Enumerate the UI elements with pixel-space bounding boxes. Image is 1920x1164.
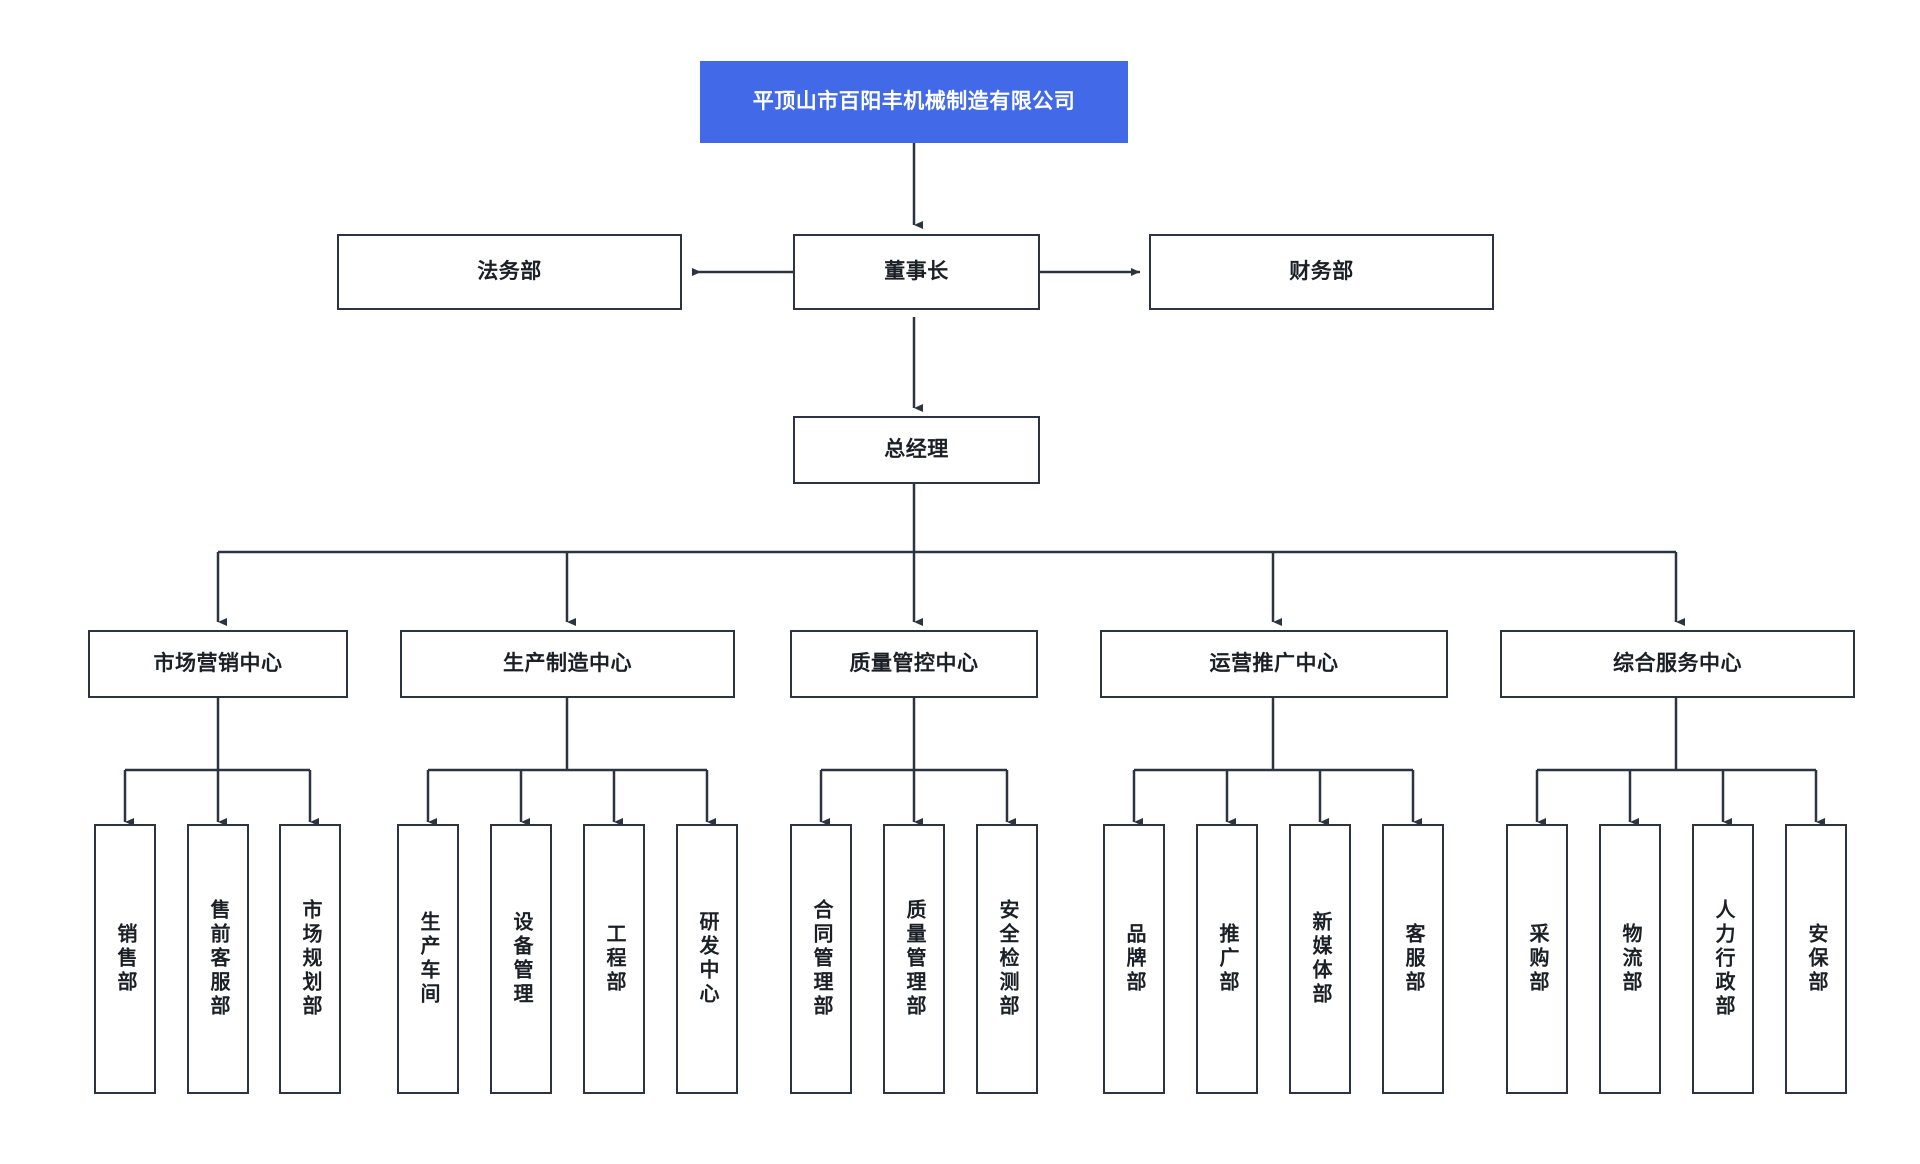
node-dept-market-planning[interactable]: 市场规划部 <box>279 824 341 1094</box>
node-dept-sales[interactable]: 销售部 <box>94 824 156 1094</box>
node-dept-security-label: 安保部 <box>1805 923 1827 995</box>
node-dept-rd-center-label: 研发中心 <box>696 911 718 1007</box>
node-dept-engineering[interactable]: 工程部 <box>583 824 645 1094</box>
node-dept-new-media-label: 新媒体部 <box>1309 911 1331 1007</box>
node-legal-dept[interactable]: 法务部 <box>337 234 682 310</box>
node-center-operations-label: 运营推广中心 <box>1209 651 1339 675</box>
node-dept-brand[interactable]: 品牌部 <box>1103 824 1165 1094</box>
node-dept-contract-management-label: 合同管理部 <box>810 899 832 1019</box>
node-center-quality-label: 质量管控中心 <box>849 651 979 675</box>
node-general-manager[interactable]: 总经理 <box>793 416 1040 484</box>
node-dept-hr-admin-label: 人力行政部 <box>1712 899 1734 1019</box>
node-center-manufacturing-label: 生产制造中心 <box>503 651 632 675</box>
node-center-quality[interactable]: 质量管控中心 <box>790 630 1038 698</box>
node-dept-equipment-management-label: 设备管理 <box>510 911 532 1007</box>
node-dept-logistics-label: 物流部 <box>1619 923 1641 995</box>
node-dept-customer-service[interactable]: 客服部 <box>1382 824 1444 1094</box>
node-dept-market-planning-label: 市场规划部 <box>299 899 321 1019</box>
node-dept-brand-label: 品牌部 <box>1123 923 1145 995</box>
node-center-manufacturing[interactable]: 生产制造中心 <box>400 630 735 698</box>
node-finance-dept[interactable]: 财务部 <box>1149 234 1494 310</box>
node-dept-new-media[interactable]: 新媒体部 <box>1289 824 1351 1094</box>
node-center-marketing-label: 市场营销中心 <box>153 651 283 675</box>
node-dept-quality-management[interactable]: 质量管理部 <box>883 824 945 1094</box>
node-dept-promotion[interactable]: 推广部 <box>1196 824 1258 1094</box>
node-dept-promotion-label: 推广部 <box>1216 923 1238 995</box>
node-chairman[interactable]: 董事长 <box>793 234 1040 310</box>
node-dept-production-workshop-label: 生产车间 <box>417 911 439 1007</box>
node-dept-production-workshop[interactable]: 生产车间 <box>397 824 459 1094</box>
node-dept-procurement-label: 采购部 <box>1526 923 1548 995</box>
node-dept-safety-inspection-label: 安全检测部 <box>996 899 1018 1019</box>
node-dept-equipment-management[interactable]: 设备管理 <box>490 824 552 1094</box>
node-general-manager-label: 总经理 <box>884 437 949 461</box>
node-company-root-label: 平顶山市百阳丰机械制造有限公司 <box>752 89 1076 113</box>
node-center-marketing[interactable]: 市场营销中心 <box>88 630 348 698</box>
node-dept-security[interactable]: 安保部 <box>1785 824 1847 1094</box>
node-center-general-services-label: 综合服务中心 <box>1613 651 1742 675</box>
node-dept-engineering-label: 工程部 <box>603 923 625 995</box>
node-dept-logistics[interactable]: 物流部 <box>1599 824 1661 1094</box>
node-center-operations[interactable]: 运营推广中心 <box>1100 630 1448 698</box>
node-dept-sales-label: 销售部 <box>114 923 136 995</box>
node-dept-presales-service[interactable]: 售前客服部 <box>187 824 249 1094</box>
node-dept-quality-management-label: 质量管理部 <box>903 899 925 1019</box>
node-legal-dept-label: 法务部 <box>477 259 542 283</box>
node-dept-hr-admin[interactable]: 人力行政部 <box>1692 824 1754 1094</box>
node-chairman-label: 董事长 <box>884 259 949 283</box>
node-dept-contract-management[interactable]: 合同管理部 <box>790 824 852 1094</box>
node-finance-dept-label: 财务部 <box>1289 259 1354 283</box>
node-center-general-services[interactable]: 综合服务中心 <box>1500 630 1855 698</box>
node-company-root[interactable]: 平顶山市百阳丰机械制造有限公司 <box>700 61 1128 143</box>
node-dept-safety-inspection[interactable]: 安全检测部 <box>976 824 1038 1094</box>
node-dept-customer-service-label: 客服部 <box>1402 923 1424 995</box>
node-dept-presales-service-label: 售前客服部 <box>207 899 229 1019</box>
node-dept-rd-center[interactable]: 研发中心 <box>676 824 738 1094</box>
node-dept-procurement[interactable]: 采购部 <box>1506 824 1568 1094</box>
